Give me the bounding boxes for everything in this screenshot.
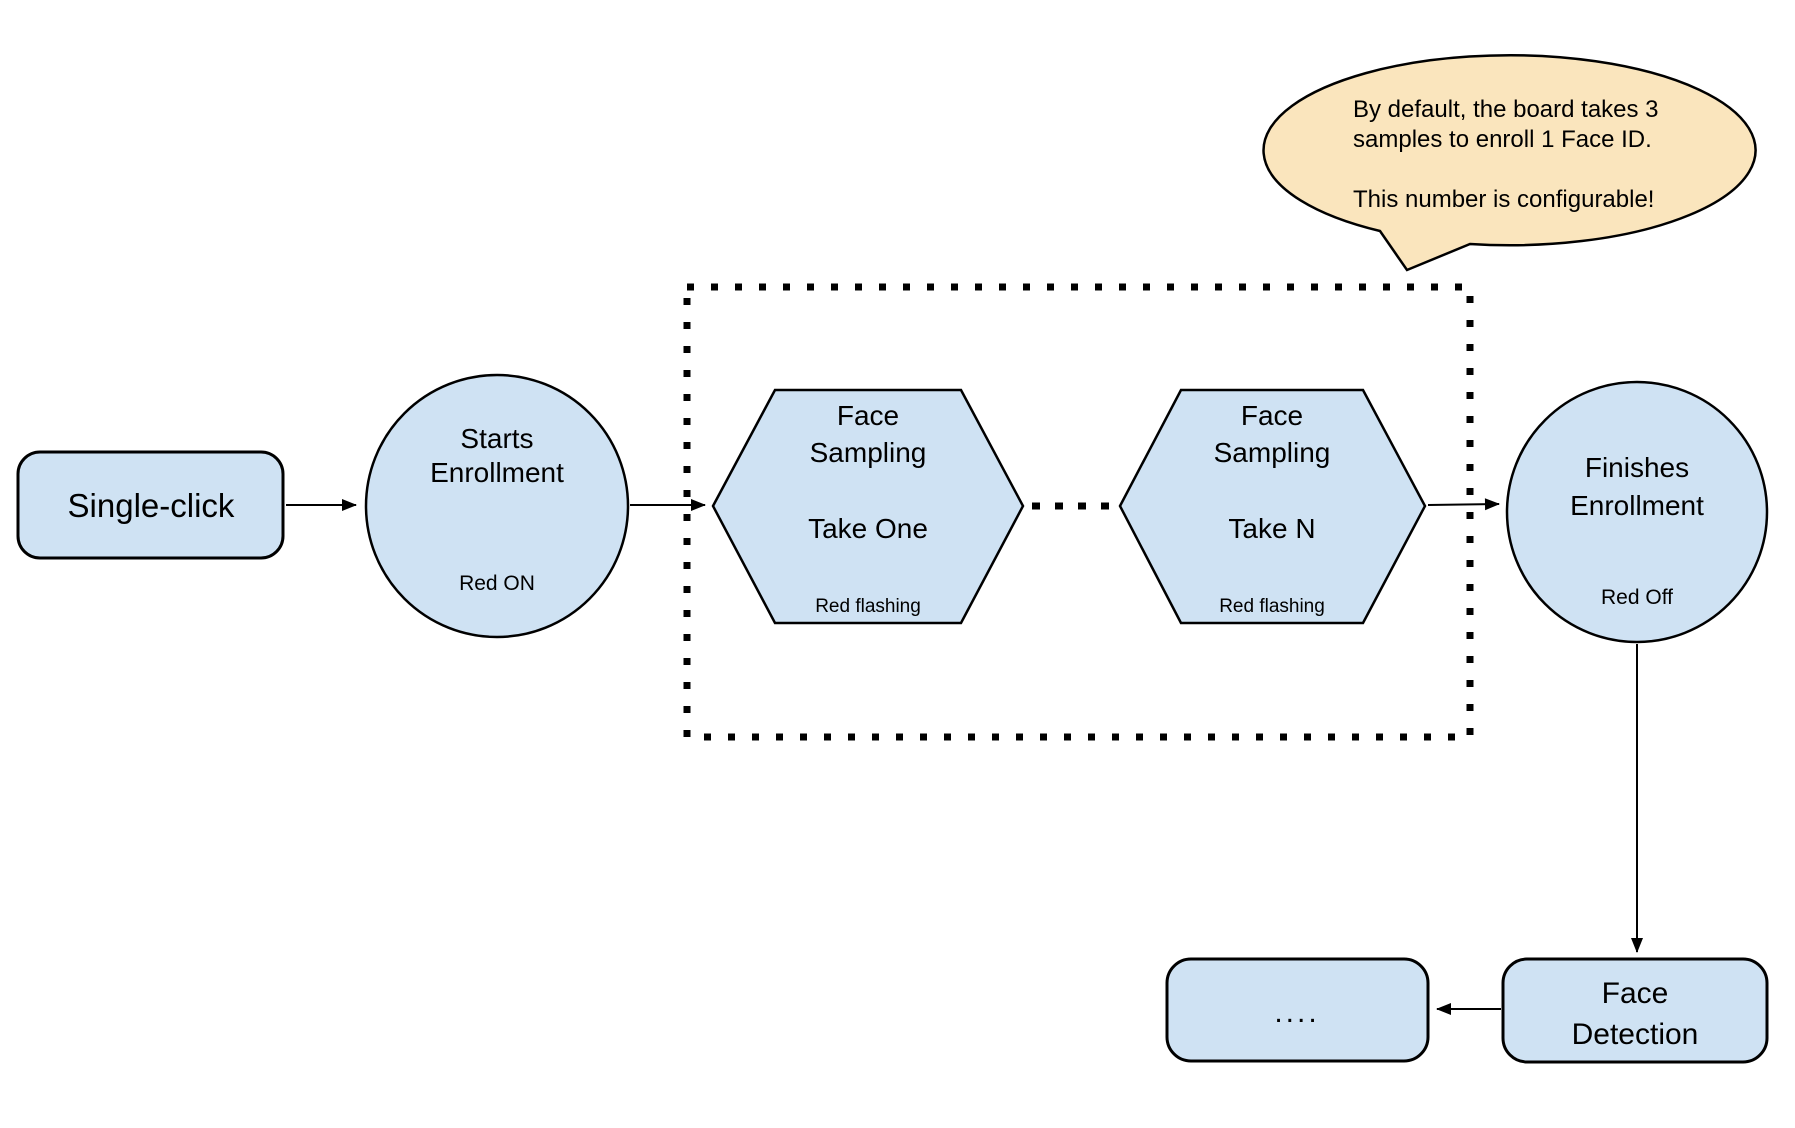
starts-enrollment-node xyxy=(364,373,630,639)
callout-text-line3: This number is configurable! xyxy=(1353,186,1654,213)
starts-enrollment-line2: Enrollment xyxy=(430,457,564,488)
single-click-label: Single-click xyxy=(68,487,235,524)
face-detection-line1: Face xyxy=(1602,977,1669,1010)
take-n-status: Red flashing xyxy=(1219,596,1325,617)
take-n-line2: Sampling xyxy=(1214,437,1331,468)
sampling-loop-dotted-box xyxy=(683,283,1474,741)
face-detection-line2: Detection xyxy=(1572,1018,1699,1051)
arrow-sampling-to-finishes xyxy=(1427,498,1500,511)
finishes-enrollment-line2: Enrollment xyxy=(1570,490,1704,521)
face-sampling-take-n-node xyxy=(1118,388,1427,625)
take-one-line1: Face xyxy=(837,400,899,431)
starts-enrollment-line1: Starts xyxy=(460,423,533,454)
take-n-line3: Take N xyxy=(1228,513,1315,544)
finishes-enrollment-node xyxy=(1505,380,1769,644)
finishes-enrollment-line1: Finishes xyxy=(1585,452,1689,483)
continuation-label: .... xyxy=(1274,996,1319,1029)
take-one-line3: Take One xyxy=(808,513,928,544)
starts-enrollment-status: Red ON xyxy=(459,572,535,595)
take-one-status: Red flashing xyxy=(815,596,921,617)
callout-text-line1: By default, the board takes 3 xyxy=(1353,96,1659,123)
face-detection-node xyxy=(1501,957,1769,1064)
callout-text-line2: samples to enroll 1 Face ID. xyxy=(1353,126,1652,153)
take-n-line1: Face xyxy=(1241,400,1303,431)
finishes-enrollment-status: Red Off xyxy=(1601,586,1673,609)
face-sampling-take-one-node xyxy=(711,388,1025,625)
take-one-line2: Sampling xyxy=(810,437,927,468)
callout-speech-bubble xyxy=(1262,53,1757,272)
single-click-node xyxy=(16,450,285,560)
continuation-node xyxy=(1165,957,1430,1063)
